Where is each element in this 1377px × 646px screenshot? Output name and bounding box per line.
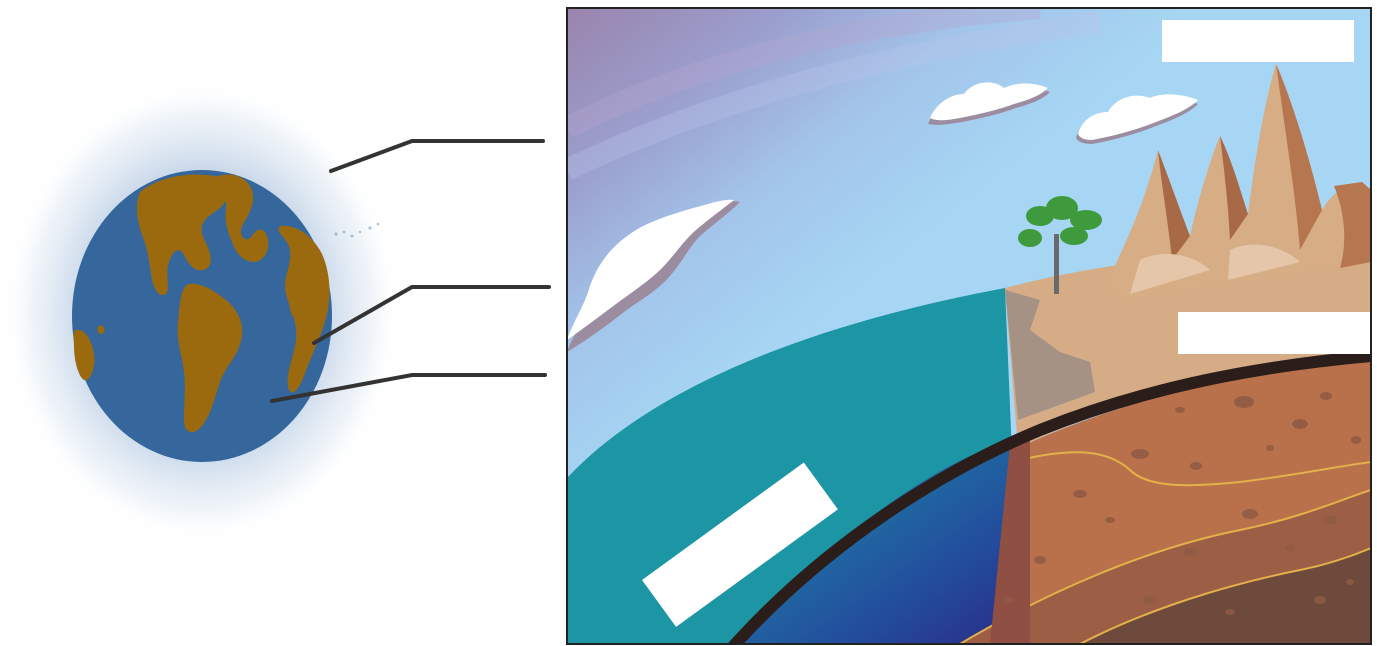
blank-label-right <box>1178 312 1370 354</box>
earth-cross-section <box>567 8 1371 646</box>
globe-illustration <box>2 80 402 544</box>
leader-line-atmosphere <box>331 141 543 171</box>
blank-label-top-right <box>1162 20 1354 62</box>
